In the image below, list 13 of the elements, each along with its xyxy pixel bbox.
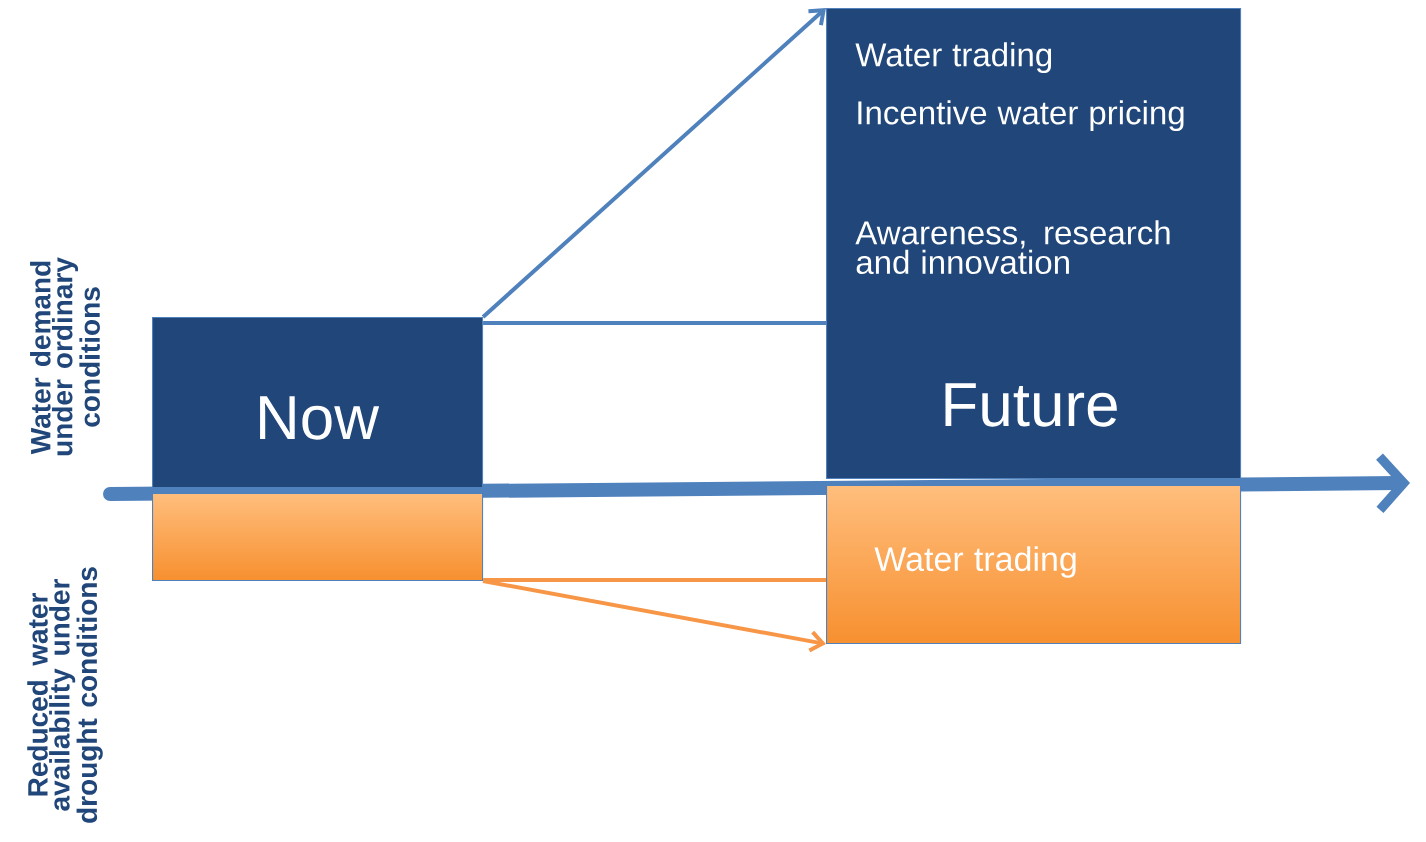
now-box: Now	[152, 317, 484, 489]
connector-line	[483, 321, 826, 325]
arrow	[481, 8, 827, 319]
list-item: Awareness, research and innovation	[855, 220, 1170, 275]
drought-box	[152, 493, 484, 581]
list-item: Incentive water pricing	[858, 100, 1184, 132]
axis-label: Reduced water availability under drought conditions	[27, 567, 103, 823]
drought-box: Water trading	[826, 485, 1242, 645]
list-item: Water trading	[855, 42, 1052, 74]
box-label: Future	[945, 383, 1117, 427]
axis-label: Water demand under ordinary conditions	[30, 257, 100, 456]
connector-line	[483, 578, 826, 582]
arrow	[482, 579, 826, 653]
